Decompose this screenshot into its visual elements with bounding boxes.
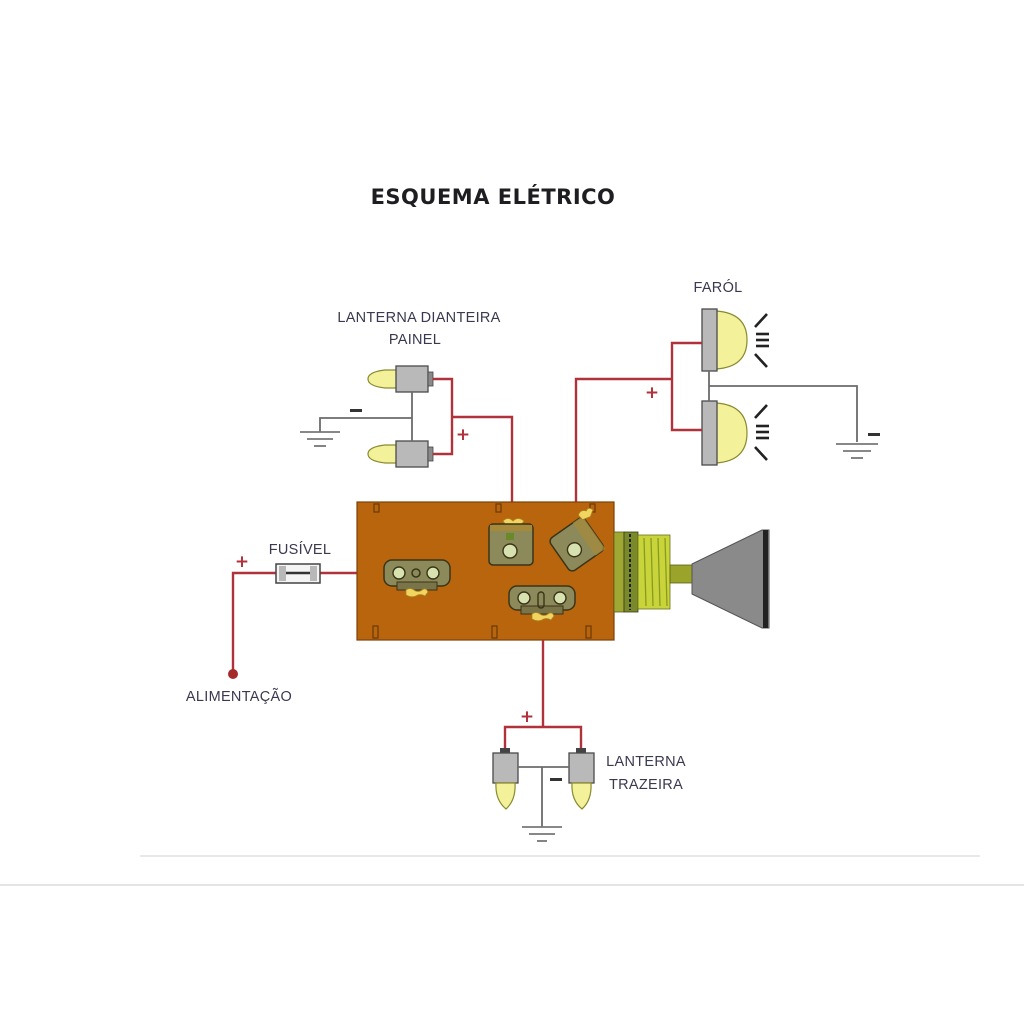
positive-sign: + [235, 552, 249, 572]
positive-wire [452, 415, 514, 503]
headlight-housing [701, 308, 718, 372]
screw-icon [517, 591, 531, 605]
front-lamp-upper [367, 365, 434, 393]
lamp-terminal [500, 748, 510, 754]
headlight-upper [701, 308, 769, 372]
terminal-clip [405, 588, 429, 598]
headlight-lens [715, 310, 748, 370]
lamp-socket [568, 752, 595, 784]
headlight-lower [701, 400, 769, 466]
positive-sign: + [645, 383, 659, 403]
negative-sign [350, 409, 362, 412]
front-lamp-label-line2: PAINEL [389, 332, 441, 348]
fuse-label: FUSÍVEL [269, 541, 332, 558]
lamp-terminal [427, 371, 434, 387]
rear-lamp-left [492, 748, 519, 810]
screw-icon [566, 542, 583, 558]
knob-edge [763, 530, 768, 628]
screw-icon [392, 566, 406, 580]
front-lamp-lower [367, 440, 434, 468]
screw-icon [553, 591, 567, 605]
diagram-title: ESQUEMA ELÉTRICO [371, 184, 616, 209]
terminal-clip [531, 612, 555, 622]
knob-shaft [669, 564, 693, 584]
headlight-label: FARÓL [693, 279, 742, 296]
knob-cone [691, 529, 770, 629]
switch-terminal-front-lamps [488, 518, 534, 566]
switch-terminal-rear-lamps [508, 585, 576, 622]
terminal-strip [490, 525, 532, 531]
ground-icon [300, 431, 340, 447]
power-supply-label: ALIMENTAÇÃO [186, 688, 292, 705]
light-switch [356, 501, 770, 641]
screw-icon [502, 543, 518, 559]
light-rays-icon [754, 404, 769, 461]
lamp-socket [395, 365, 429, 393]
screw-icon [411, 568, 421, 578]
bulb-icon [367, 444, 398, 464]
negative-sign [550, 778, 562, 781]
negative-wire [319, 417, 412, 432]
terminal-contact [506, 533, 514, 540]
positive-wire [231, 571, 276, 672]
positive-sign: + [456, 425, 470, 445]
terminal-base [396, 581, 438, 591]
switch-terminal-input [383, 559, 451, 598]
light-rays-icon [754, 313, 769, 368]
switch-knob[interactable] [613, 529, 770, 629]
rear-lamp-right [568, 748, 595, 810]
screw-icon [426, 566, 440, 580]
headlight-lens [715, 402, 748, 464]
ground-icon [836, 443, 878, 459]
headlight-housing [701, 400, 718, 466]
lamp-socket [395, 440, 429, 468]
positive-wire [503, 725, 583, 752]
fuse-icon [275, 563, 321, 584]
positive-sign: + [520, 707, 534, 727]
knob-flange [613, 531, 625, 613]
rear-lamp-label-line1: LANTERNA [606, 754, 686, 770]
terminal-base [520, 605, 564, 615]
lamp-terminal [427, 446, 434, 462]
terminal-strip [572, 515, 606, 556]
knob-grip [643, 537, 668, 607]
positive-wire [574, 377, 672, 503]
positive-wire [670, 341, 702, 432]
negative-wire [709, 385, 858, 442]
switch-terminal-headlights [549, 507, 606, 572]
bulb-icon [495, 782, 516, 810]
lamp-socket [492, 752, 519, 784]
ground-icon [522, 826, 562, 842]
bulb-icon [367, 369, 398, 389]
rear-lamp-label-line2: TRAZEIRA [609, 777, 683, 793]
positive-wire [433, 377, 454, 456]
bulb-icon [571, 782, 592, 810]
terminal-clip [577, 507, 594, 521]
negative-sign [868, 433, 880, 436]
power-terminal-icon [228, 669, 238, 679]
front-lamp-label-line1: LANTERNA DIANTEIRA [337, 310, 500, 326]
lamp-terminal [576, 748, 586, 754]
terminal-contact [537, 591, 545, 609]
